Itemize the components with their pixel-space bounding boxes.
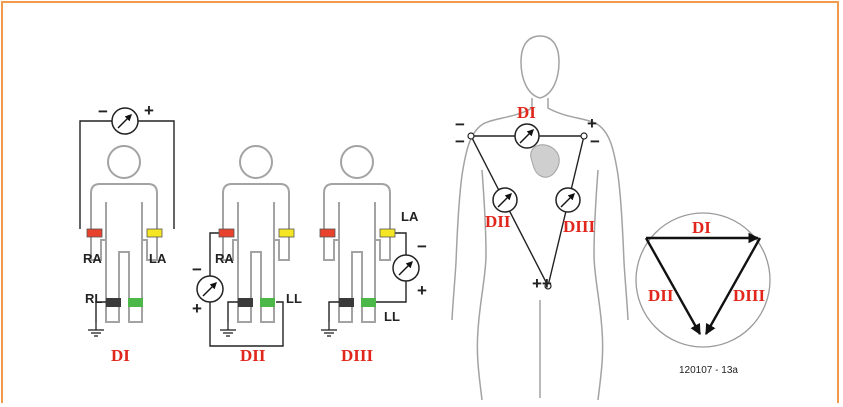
vector-circle (635, 212, 771, 348)
lead-d3-meter (392, 254, 420, 282)
lead-d2-meter (196, 275, 224, 303)
ground-icon (320, 321, 338, 337)
electrode-ra (218, 228, 235, 238)
lead-d2-plus: + (192, 299, 202, 318)
vector-diagram: DI DII DIII (635, 212, 771, 348)
lead-d1-rl-label: RL (85, 291, 102, 306)
body-silhouette (451, 35, 629, 401)
heart-shape (530, 144, 560, 178)
vector-d1-label: DI (692, 218, 711, 237)
lead-d3-plus: + (417, 281, 427, 300)
einthoven-sign-right-bottom: − (590, 132, 600, 151)
einthoven-d3-meter (555, 187, 581, 213)
electrode-ll (128, 298, 143, 307)
electrode-la (278, 228, 295, 238)
vector-d2-arrow (644, 237, 702, 335)
lead-d3-la-label: LA (401, 209, 419, 224)
electrode-ra (86, 228, 103, 238)
einthoven-d3-label: DIII (563, 217, 596, 236)
lead-d1-diagram: − + RA LA RL DI (79, 101, 175, 365)
electrode-ra (319, 228, 336, 238)
einthoven-d2-label: DII (485, 212, 511, 231)
vector-d3-label: DIII (733, 286, 766, 305)
lead-d1-ground-wire (95, 301, 106, 322)
vector-d3-arrow (704, 237, 762, 335)
electrode-rl (106, 298, 121, 307)
electrode-la (379, 228, 396, 238)
lead-d1-meter (111, 107, 139, 135)
einthoven-sign-foot: ++ (532, 274, 552, 293)
lead-d3-wire (376, 232, 407, 303)
lead-d1-plus: + (144, 101, 154, 120)
einthoven-sign-left-bottom: − (455, 132, 465, 151)
einthoven-sign-right-top: + (587, 114, 597, 133)
lead-d2-minus: − (192, 260, 202, 279)
electrode-la (146, 228, 163, 238)
electrode-ll (260, 298, 275, 307)
lead-d2-diagram: − + RA LL DII (192, 145, 302, 365)
lead-d2-ll-label: LL (286, 291, 302, 306)
lead-d1-ra-label: RA (83, 251, 102, 266)
lead-d1-la-label: LA (149, 251, 167, 266)
vector-d2-label: DII (648, 286, 674, 305)
einthoven-triangle-diagram: DI DII DIII − − + − ++ (451, 35, 629, 401)
lead-d3-ll-label: LL (384, 309, 400, 324)
einthoven-d1-meter (514, 123, 540, 149)
lead-d2-ground-wire (227, 301, 238, 322)
lead-d2-title: DII (240, 346, 266, 365)
ground-icon (219, 321, 237, 337)
einthoven-d1-label: DI (517, 103, 536, 122)
lead-d2-ra-label: RA (215, 251, 234, 266)
lead-d3-diagram: − + LA LL DIII (319, 145, 427, 365)
lead-d3-ground-wire (328, 301, 339, 322)
ground-icon (87, 321, 105, 337)
lead-d1-title: DI (111, 346, 130, 365)
figure-id: 120107 - 13a (679, 365, 738, 376)
electrode-rl (339, 298, 354, 307)
electrode-rl (238, 298, 253, 307)
lead-d3-minus: − (417, 237, 427, 256)
einthoven-sign-left-top: − (455, 115, 465, 134)
einthoven-d2-meter (492, 187, 518, 213)
lead-d1-wire (79, 120, 175, 229)
lead-d3-title: DIII (341, 346, 374, 365)
electrode-ll (361, 298, 376, 307)
lead-d1-minus: − (98, 102, 108, 121)
